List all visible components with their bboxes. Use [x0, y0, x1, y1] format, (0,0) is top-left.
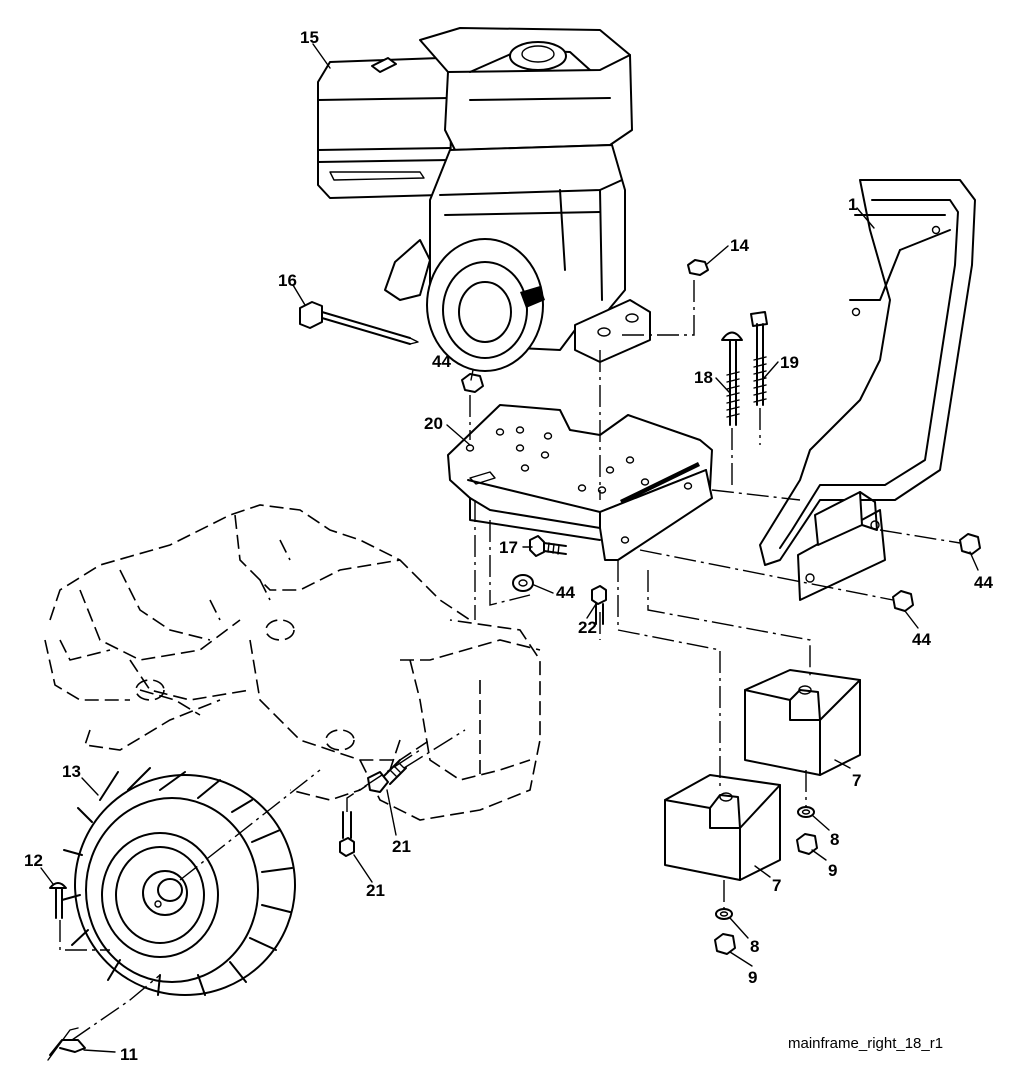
hardware — [47, 259, 981, 1061]
callout-44-lower-right: 44 — [912, 630, 931, 649]
callout-44-washer: 44 — [556, 583, 575, 602]
wheel-tire — [61, 767, 296, 996]
callout-9-lower: 9 — [748, 968, 757, 987]
callout-44-engine: 44 — [432, 352, 451, 371]
assembly-lines — [59, 280, 961, 1041]
callout-19: 19 — [780, 353, 799, 372]
callout-21-upper: 21 — [392, 837, 411, 856]
callout-16: 16 — [278, 271, 297, 290]
callout-13: 13 — [62, 762, 81, 781]
drawing-caption: mainframe_right_18_r1 — [788, 1035, 943, 1052]
callout-1: 1 — [848, 195, 857, 214]
callout-20: 20 — [424, 414, 443, 433]
callout-15: 15 — [300, 28, 319, 47]
callout-9-upper: 9 — [828, 861, 837, 880]
callout-17: 17 — [499, 538, 518, 557]
weight-block-upper — [744, 669, 861, 776]
bumper-frame — [759, 179, 976, 601]
callout-44-right: 44 — [974, 573, 993, 592]
callout-14: 14 — [730, 236, 749, 255]
callout-12: 12 — [24, 851, 43, 870]
callout-7-upper: 7 — [852, 771, 861, 790]
axle-line — [179, 769, 321, 881]
callout-18: 18 — [694, 368, 713, 387]
callout-7-lower: 7 — [772, 876, 781, 895]
weight-block-lower — [664, 774, 781, 881]
callout-21-lower: 21 — [366, 881, 385, 900]
callout-22: 22 — [578, 618, 597, 637]
engine — [317, 27, 651, 372]
main-mounting-plate — [447, 404, 713, 561]
tiller-body-phantom — [44, 504, 541, 821]
callout-labels: 15 1 14 16 44 18 19 20 17 44 22 44 44 7 … — [24, 28, 993, 1064]
leader-lines — [40, 43, 979, 1053]
callout-11: 11 — [120, 1045, 138, 1064]
cable-tie — [299, 301, 419, 345]
callout-8-upper: 8 — [830, 830, 839, 849]
callout-8-lower: 8 — [750, 937, 759, 956]
